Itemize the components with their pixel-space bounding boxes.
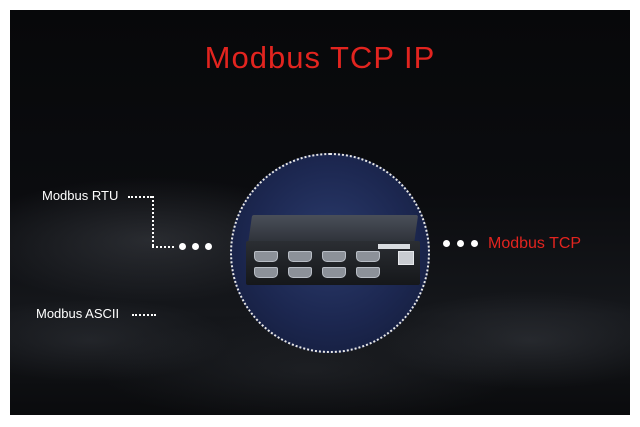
serial-port-icon [288,267,312,278]
rtu-dot-1 [179,243,186,250]
serial-port-icon [322,251,346,262]
gateway-circle [230,153,430,353]
tcp-dot-2 [457,240,464,247]
serial-port-icon [322,267,346,278]
tcp-dot-1 [443,240,450,247]
modbus-tcp-label: Modbus TCP [488,235,582,252]
serial-port-icon [254,251,278,262]
rtu-connector-vertical [152,196,154,246]
rtu-connector-bottom [152,246,174,248]
rtu-connector-horizontal [128,196,152,198]
device-label-sticker [378,244,410,249]
tcp-dot-3 [471,240,478,247]
page-title: Modbus TCP IP [204,40,436,75]
serial-port-icon [356,251,380,262]
ascii-connector [132,314,156,316]
rtu-dot-3 [205,243,212,250]
rtu-dot-2 [192,243,199,250]
modbus-ascii-label: Modbus ASCII [36,306,120,321]
device-front-panel [246,241,420,285]
serial-port-icon [288,251,312,262]
serial-to-ethernet-gateway-icon [244,215,422,289]
ethernet-port-icon [398,251,414,265]
modbus-rtu-label: Modbus RTU [42,188,119,203]
serial-port-icon [356,267,380,278]
dark-background: Modbus TCP IP Modbus RTU Modbus ASCII [10,10,630,415]
serial-port-icon [254,267,278,278]
